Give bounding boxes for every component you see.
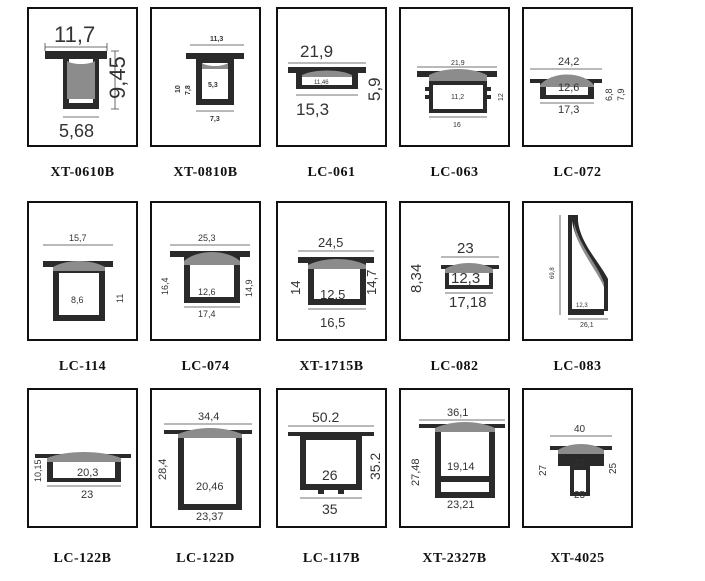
profile-code: XT-4025	[550, 551, 605, 566]
profile-card-xt-4025: 40 27 22 25 25	[522, 388, 633, 528]
dim-base: 23,37	[196, 511, 224, 523]
dim-height: 10,15	[33, 459, 43, 482]
dim-inner: 12,3	[576, 303, 588, 309]
profile-code: LC-083	[553, 359, 602, 374]
dim-base: 17,4	[198, 309, 216, 319]
profile-card-lc-063: 21,9 11,2 12 16	[399, 7, 510, 147]
profile-code: LC-072	[553, 165, 602, 180]
profile-card-lc-072: 24,2 12,6 6,8 7,9 17,3	[522, 7, 633, 147]
dim-width: 24,2	[558, 56, 579, 68]
dim-base: 16,5	[320, 315, 345, 330]
dim-width: 21,9	[300, 42, 333, 61]
dim-inner: 11,2	[451, 94, 464, 101]
profile-code: XT-0810B	[173, 165, 238, 180]
dim-height-inner: 7,8	[185, 85, 192, 95]
dim-inner: 12,3	[451, 270, 480, 287]
profile-drawing: 11,7 9,45 5,68	[44, 22, 130, 141]
profile-card-lc-114: 15,7 8,6 11	[27, 201, 138, 341]
dim-height-total: 16,4	[160, 277, 170, 295]
profile-card-lc-122b: 10,15 20,3 23	[27, 388, 138, 528]
dim-base: 26,1	[580, 322, 594, 329]
dim-inner: 20,46	[196, 481, 224, 493]
dim-height: 7,9	[616, 88, 626, 101]
dim-inner: 8,6	[71, 295, 84, 305]
dim-height: 28,4	[157, 459, 169, 480]
dim-width: 40	[574, 424, 586, 435]
dim-width: 24,5	[318, 235, 343, 250]
dim-height: 69,8	[550, 267, 556, 279]
profile-code: LC-074	[181, 359, 230, 374]
profile-card-xt-1715b: 24,5 14 14,7 12,5 16,5	[276, 201, 387, 341]
dim-height-total: 10	[175, 85, 182, 93]
dim-inner: 11,46	[314, 80, 329, 86]
dim-base: 17,18	[449, 294, 487, 311]
dim-base: 23	[81, 489, 93, 501]
dim-inner: 12,5	[320, 287, 345, 302]
dim-height: 8,34	[408, 264, 425, 293]
profile-code: LC-114	[58, 359, 107, 374]
profile-card-lc-122d: 34,4 28,4 20,46 23,37	[150, 388, 261, 528]
dim-width: 25,3	[198, 233, 216, 243]
dim-height: 27,48	[410, 458, 422, 486]
dim-height-inner: 6,8	[604, 88, 614, 101]
dim-base: 7,3	[210, 116, 220, 123]
dim-base: 25	[574, 490, 586, 501]
profile-code: XT-2327B	[422, 551, 487, 566]
profile-code: LC-061	[307, 165, 356, 180]
profile-card-lc-117b: 50.2 35.2 26 35	[276, 388, 387, 528]
profile-card-xt-2327b: 36,1 27,48 19,14 23,21	[399, 388, 510, 528]
profile-card-lc-083: 69,8 12,3 26,1	[522, 201, 633, 341]
dim-base: 23,21	[447, 499, 475, 511]
profile-code: XT-0610B	[50, 165, 115, 180]
dim-width: 15,7	[69, 233, 87, 243]
dim-width: 21,9	[451, 60, 465, 67]
profile-code: LC-117B	[302, 551, 361, 566]
dim-inner: 5,3	[208, 82, 218, 89]
dim-inner: 19,14	[447, 461, 475, 473]
dim-width: 50.2	[312, 409, 339, 425]
dim-height: 11	[115, 294, 125, 303]
dim-base: 15,3	[296, 100, 329, 119]
dim-height: 14,7	[364, 270, 379, 295]
dim-inner: 12,6	[558, 82, 579, 94]
profile-card-xt-0610b: 11,7 9,45 5,68	[27, 7, 138, 147]
profile-card-lc-074: 25,3 16,4 12,6 14,9 17,4	[150, 201, 261, 341]
dim-base: 35	[322, 501, 338, 517]
dim-width: 23	[457, 240, 474, 257]
dim-inner: 26	[322, 467, 338, 483]
profile-code: LC-122B	[53, 551, 112, 566]
profile-card-lc-061: 21,9 11,46 15,3 5,9	[276, 7, 387, 147]
dim-inner: 20,3	[77, 467, 98, 479]
dim-height: 14,9	[244, 279, 254, 297]
dim-height-left: 27	[538, 464, 549, 476]
profile-card-xt-0810b: 11,3 10 7,8 5,3 7,3	[150, 7, 261, 147]
dim-height: 5,9	[365, 77, 384, 101]
dim-height: 9,45	[105, 56, 130, 99]
profile-code: LC-082	[430, 359, 479, 374]
dim-base: 17,3	[558, 104, 579, 116]
dim-width: 36,1	[447, 407, 468, 419]
dim-width: 11,3	[210, 36, 223, 43]
profile-card-lc-082: 23 8,34 12,3 17,18	[399, 201, 510, 341]
dim-inner: 12,6	[198, 287, 216, 297]
dim-base: 5,68	[59, 121, 94, 141]
dim-base: 16	[453, 122, 461, 129]
dim-height: 12	[498, 93, 505, 101]
dim-width: 34,4	[198, 411, 219, 423]
dim-height: 35.2	[367, 453, 383, 480]
profile-code: LC-063	[430, 165, 479, 180]
profile-code: LC-122D	[176, 551, 235, 566]
profile-code: XT-1715B	[299, 359, 364, 374]
dim-height-right: 25	[608, 462, 619, 474]
dim-width: 11,7	[54, 22, 95, 47]
dim-height-outer: 14	[288, 281, 303, 295]
dim-inner: 22	[574, 458, 586, 469]
